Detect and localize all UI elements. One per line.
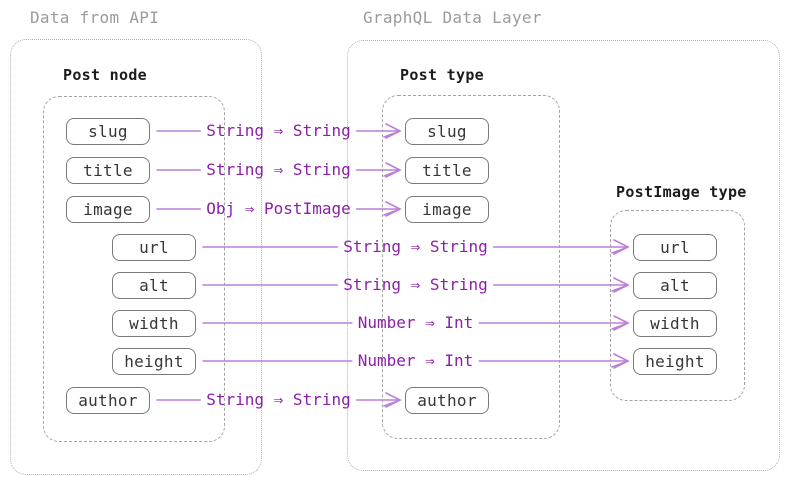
- postimage-type-heading: PostImage type: [616, 183, 747, 201]
- region-label-data-from-api: Data from API: [30, 8, 160, 27]
- field-box-post_type-slug: slug: [405, 117, 489, 145]
- arrow-label-4: String ⇒ String: [343, 275, 488, 294]
- region-container-data-from-api: [10, 39, 262, 475]
- field-box-post_node-author: author: [66, 386, 150, 414]
- region-label-graphql-data-layer: GraphQL Data Layer: [363, 8, 542, 27]
- post-node-container: [43, 96, 225, 442]
- post-type-heading: Post type: [400, 66, 484, 84]
- arrow-label-6: Number ⇒ Int: [357, 351, 474, 370]
- field-box-post_type-image: image: [405, 195, 489, 223]
- field-box-postimage_type-height: height: [633, 347, 717, 375]
- field-box-postimage_type-width: width: [633, 309, 717, 337]
- field-box-post_node-width: width: [112, 309, 196, 337]
- field-box-post_node-slug: slug: [66, 117, 150, 145]
- region-container-graphql-data-layer: [347, 40, 780, 471]
- field-box-postimage_type-url: url: [633, 233, 717, 261]
- post-type-container: [382, 95, 560, 439]
- arrow-label-5: Number ⇒ Int: [357, 313, 474, 332]
- arrow-label-3: String ⇒ String: [343, 237, 488, 256]
- field-box-post_node-title: title: [66, 156, 150, 184]
- arrow-label-2: Obj ⇒ PostImage: [206, 199, 351, 218]
- field-box-post_type-title: title: [405, 156, 489, 184]
- arrow-label-7: String ⇒ String: [206, 390, 351, 409]
- field-box-post_node-alt: alt: [112, 271, 196, 299]
- field-box-post_type-author: author: [405, 386, 489, 414]
- arrow-label-1: String ⇒ String: [206, 160, 351, 179]
- field-box-post_node-height: height: [112, 347, 196, 375]
- post-node-heading: Post node: [63, 66, 147, 84]
- arrow-label-0: String ⇒ String: [206, 121, 351, 140]
- field-box-post_node-url: url: [112, 233, 196, 261]
- field-box-postimage_type-alt: alt: [633, 271, 717, 299]
- postimage-type-container: [610, 210, 745, 401]
- field-box-post_node-image: image: [66, 195, 150, 223]
